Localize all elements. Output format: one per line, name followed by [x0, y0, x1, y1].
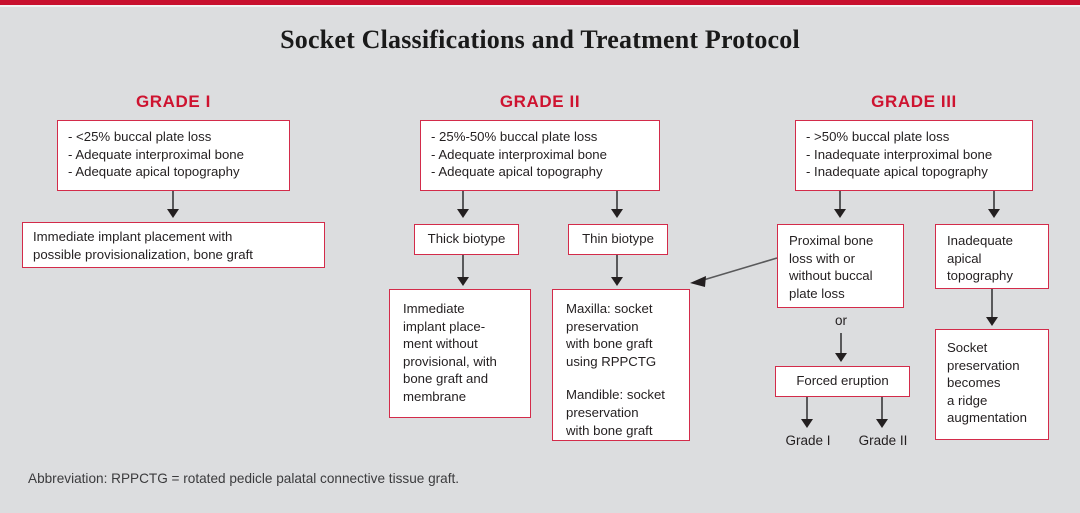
grade-2-thin-biotype-box: Thin biotype [568, 224, 668, 255]
thin-treatment-spacer [566, 370, 683, 386]
grade-1-criteria-line-1: - <25% buccal plate loss [68, 129, 212, 144]
proximal-bone-loss-line-4: plate loss [789, 285, 845, 301]
or-label: or [834, 313, 847, 328]
outcome-grade-1-label: Grade I [785, 433, 831, 448]
grade-2-criteria-line-3: - Adequate apical topography [431, 164, 603, 180]
grade-2-thin-treatment-box: Maxilla: socket preservation with bone g… [552, 289, 690, 441]
grade-1-treatment-line-1: Immediate implant placement with [33, 229, 233, 244]
connector-grade-3-left [839, 191, 841, 214]
grade-1-criteria-box: - <25% buccal plate loss - Adequate inte… [57, 120, 290, 191]
thin-treatment-line-6: preservation [566, 404, 639, 420]
grade-3-criteria-line-3: - Inadequate apical topography [806, 164, 988, 180]
thick-treatment-line-5: bone graft and [403, 371, 489, 387]
arrowhead-grade-1 [167, 209, 179, 218]
connector-thick-biotype [462, 255, 464, 281]
inadequate-apical-line-3: topography [947, 268, 1013, 284]
connector-grade-1 [172, 191, 174, 214]
arrowhead-grade-3-right [988, 209, 1000, 218]
thick-treatment-line-2: implant place- [403, 318, 486, 334]
thick-treatment-line-4: provisional, with [403, 353, 497, 369]
inadequate-apical-box: Inadequate apical topography [935, 224, 1049, 289]
thick-treatment-line-1: Immediate [403, 301, 465, 316]
arrowhead-grade-3-left [834, 209, 846, 218]
arrowhead-outcome-grade-2 [876, 419, 888, 428]
grade-1-heading: GRADE I [135, 92, 212, 111]
thin-treatment-line-5: Mandible: socket [566, 387, 665, 403]
connector-forced-eruption-grade-2 [881, 397, 883, 423]
connector-thin-biotype [616, 255, 618, 281]
thin-treatment-line-7: with bone graft [566, 422, 653, 438]
connector-or-forced-eruption [840, 333, 842, 358]
grade-2-heading: GRADE II [499, 92, 581, 111]
connector-grade-3-right [993, 191, 995, 214]
grade-3-criteria-line-1: - >50% buccal plate loss [806, 129, 950, 144]
grade-2-thick-treatment-box: Immediate implant place- ment without pr… [389, 289, 531, 418]
arrowhead-socket-preservation [986, 317, 998, 326]
proximal-bone-loss-line-1: Proximal bone [789, 233, 874, 248]
page-title: Socket Classifications and Treatment Pro… [280, 25, 800, 54]
grade-1-criteria-line-3: - Adequate apical topography [68, 164, 240, 180]
thin-treatment-line-2: preservation [566, 318, 639, 334]
accent-top-bar [0, 0, 1080, 5]
diagonal-connector-line [699, 257, 778, 282]
footnote-abbreviation: Abbreviation: RPPCTG = rotated pedicle p… [28, 471, 460, 486]
proximal-bone-loss-box: Proximal bone loss with or without bucca… [777, 224, 904, 308]
proximal-bone-loss-line-3: without buccal [789, 268, 873, 284]
thin-biotype-label: Thin biotype [582, 231, 654, 246]
arrowhead-thick-biotype [457, 277, 469, 286]
socket-preservation-box: Socket preservation becomes a ridge augm… [935, 329, 1049, 440]
thick-treatment-line-6: membrane [403, 388, 467, 404]
socket-preservation-line-1: Socket [947, 340, 988, 355]
forced-eruption-box: Forced eruption [775, 366, 910, 397]
thin-treatment-line-3: with bone graft [566, 336, 653, 352]
grade-2-criteria-line-1: - 25%-50% buccal plate loss [431, 129, 598, 144]
socket-preservation-line-3: becomes [947, 375, 1001, 391]
thin-treatment-line-4: using RPPCTG [566, 353, 657, 369]
socket-preservation-line-4: a ridge [947, 392, 988, 408]
grade-2-criteria-box: - 25%-50% buccal plate loss - Adequate i… [420, 120, 660, 191]
thick-treatment-line-3: ment without [403, 336, 478, 352]
socket-preservation-line-2: preservation [947, 357, 1020, 373]
connector-grade-2-thick [462, 191, 464, 214]
thin-treatment-line-1: Maxilla: socket [566, 301, 653, 316]
connector-inadequate-apical [991, 289, 993, 321]
grade-2-criteria-line-2: - Adequate interproximal bone [431, 146, 607, 162]
arrowhead-grade-2-thick [457, 209, 469, 218]
grade-3-criteria-line-2: - Inadequate interproximal bone [806, 146, 993, 162]
arrowhead-grade-2-thin [611, 209, 623, 218]
grade-1-criteria-line-2: - Adequate interproximal bone [68, 146, 244, 162]
grade-1-treatment-line-2: possible provisionalization, bone graft [33, 246, 253, 262]
thick-biotype-label: Thick biotype [427, 231, 506, 246]
grade-2-thick-biotype-box: Thick biotype [414, 224, 519, 255]
accent-top-bar-hairline [0, 5, 1080, 7]
grade-1-treatment-box: Immediate implant placement with possibl… [22, 222, 325, 268]
grade-3-heading: GRADE III [871, 92, 957, 111]
proximal-bone-loss-line-2: loss with or [789, 250, 855, 266]
inadequate-apical-line-1: Inadequate [947, 233, 1014, 248]
arrowhead-diagonal-connector [690, 276, 706, 287]
arrowhead-thin-biotype [611, 277, 623, 286]
arrowhead-forced-eruption [835, 353, 847, 362]
connector-grade-2-thin [616, 191, 618, 214]
grade-3-criteria-box: - >50% buccal plate loss - Inadequate in… [795, 120, 1033, 191]
connector-forced-eruption-grade-1 [806, 397, 808, 423]
outcome-grade-2-label: Grade II [858, 433, 908, 448]
arrowhead-outcome-grade-1 [801, 419, 813, 428]
socket-preservation-line-5: augmentation [947, 410, 1027, 426]
inadequate-apical-line-2: apical [947, 250, 982, 266]
forced-eruption-label: Forced eruption [796, 373, 889, 388]
